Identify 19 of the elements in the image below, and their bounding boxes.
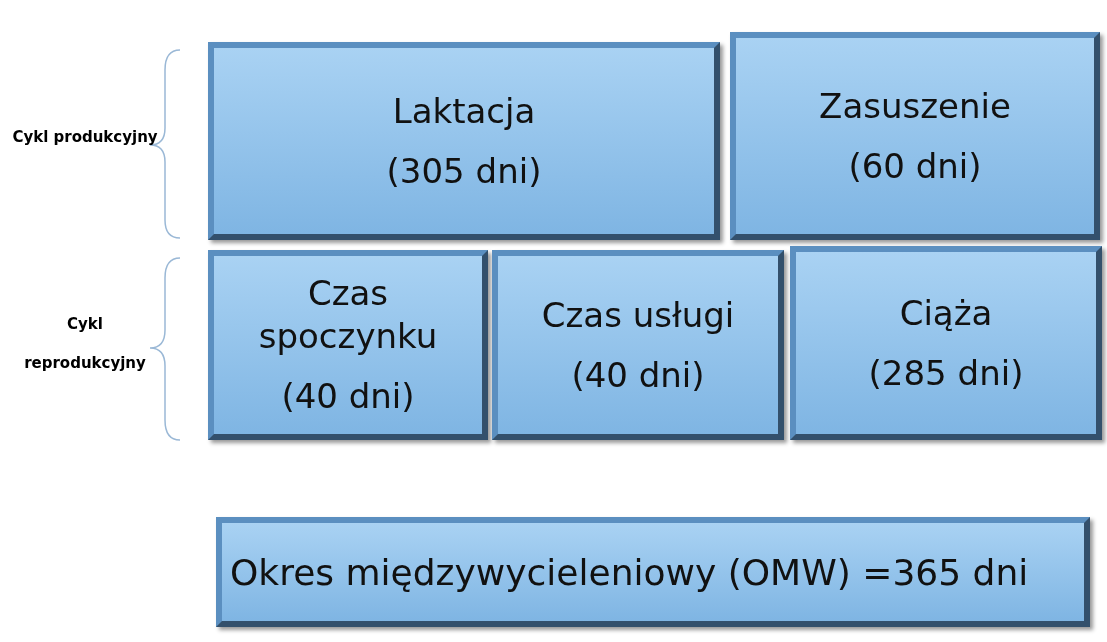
bracket-label: Cykl produkcyjny	[11, 127, 159, 148]
duration-text: (285 dni)	[868, 352, 1024, 395]
duration-text: (305 dni)	[386, 150, 542, 193]
duration-text: (60 dni)	[848, 145, 982, 188]
phase-box	[790, 246, 1102, 440]
duration-text: (40 dni)	[571, 354, 705, 397]
phase-box	[730, 32, 1100, 240]
phase-name: Laktacja	[392, 89, 536, 132]
phase-name: Czas spoczynku	[257, 272, 439, 358]
phase-name: Czas usługi	[541, 293, 735, 336]
bracket-label: Cykl reprodukcyjny	[23, 314, 147, 374]
phase-name: Okres międzywycieleniowy (OMW) =365 dni	[229, 550, 1029, 595]
duration-text: (40 dni)	[281, 375, 415, 418]
phase-name: Zasuszenie	[819, 84, 1011, 127]
phase-name: Ciąża	[899, 291, 993, 334]
phase-box	[208, 250, 488, 440]
phase-box	[492, 250, 784, 440]
summary-box	[216, 517, 1090, 627]
phase-box	[208, 42, 720, 240]
